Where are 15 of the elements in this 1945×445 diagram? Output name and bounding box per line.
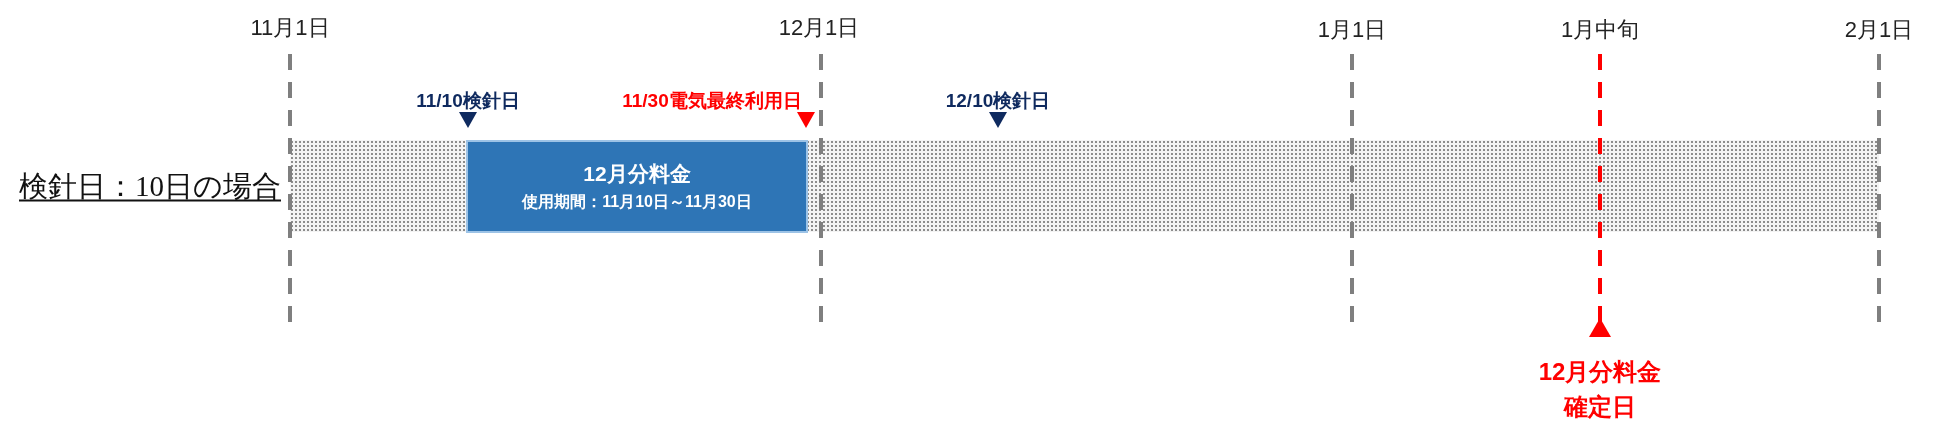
- date-label: 11月1日: [250, 17, 330, 39]
- confirm-label: 確定日: [1564, 395, 1636, 419]
- marker-label: 12/10検針日: [945, 90, 1051, 110]
- date-label: 2月1日: [1844, 19, 1914, 41]
- date-label: 12月1日: [778, 17, 860, 39]
- date-label: 1月中旬: [1560, 19, 1640, 41]
- shaded-period-bar: [290, 140, 1879, 232]
- row-label: 検針日：10日の場合: [19, 171, 281, 201]
- date-label: 1月1日: [1317, 19, 1387, 41]
- billing-period-box: [466, 140, 808, 233]
- confirm-label: 12月分料金: [1538, 360, 1662, 384]
- marker-label: 11/10検針日: [416, 90, 520, 110]
- box-subtitle: 使用期間：11月10日～11月30日: [522, 191, 752, 212]
- box-title: 12月分料金: [583, 161, 691, 188]
- marker-label: 11/30電気最終利用日: [622, 90, 802, 110]
